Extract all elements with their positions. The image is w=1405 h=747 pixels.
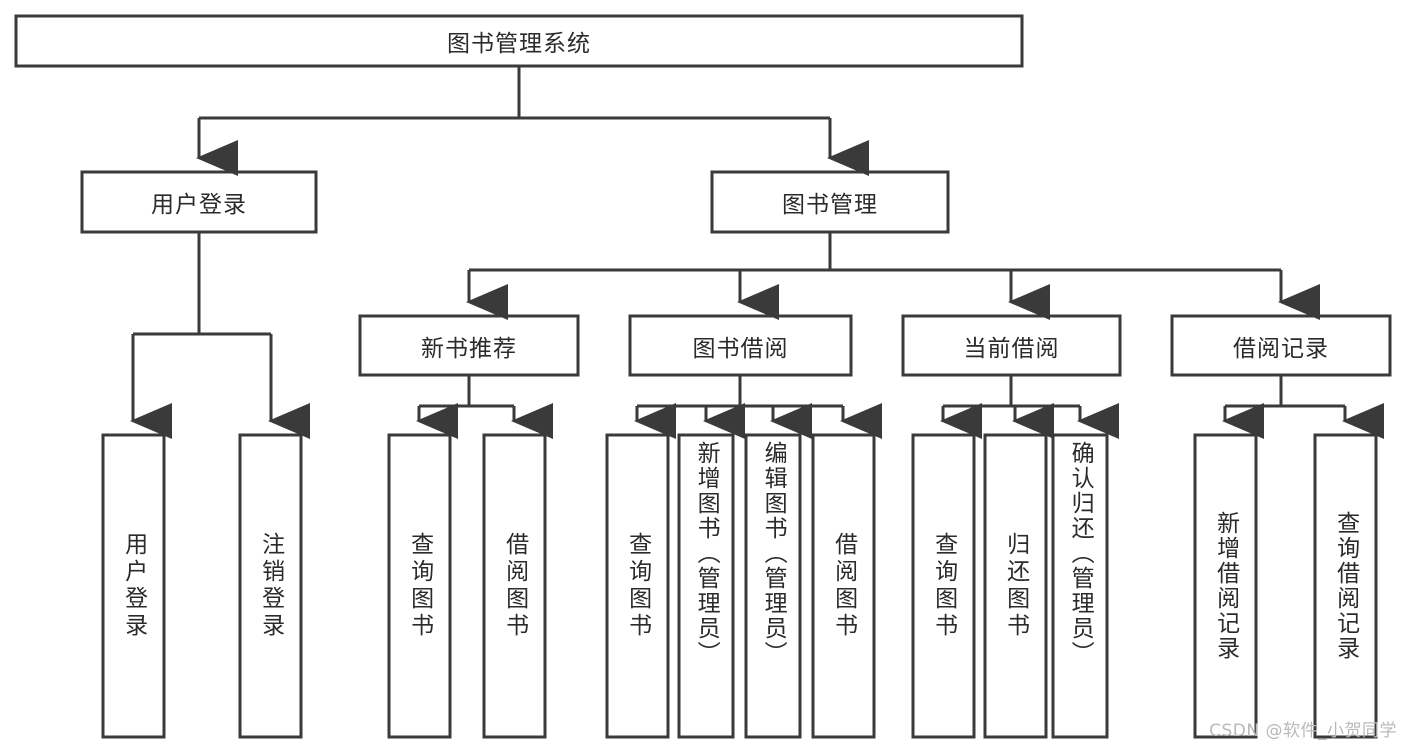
node-box-root[interactable] bbox=[14, 14, 1024, 68]
node-new-book-rec-label: 新书推荐 bbox=[421, 335, 517, 362]
node-box-leaf-borrow-book-1[interactable] bbox=[482, 433, 547, 739]
node-book-manage-label: 图书管理 bbox=[782, 192, 878, 218]
node-box-user-login[interactable] bbox=[80, 170, 318, 234]
node-leaf-borrow-book-1[interactable]: 借阅图书 bbox=[484, 435, 545, 737]
node-box-leaf-query-book-3[interactable] bbox=[911, 433, 976, 739]
node-leaf-edit-book-label: 编辑图书（管理员） bbox=[760, 441, 787, 666]
node-leaf-user-login[interactable]: 用户登录 bbox=[103, 435, 164, 737]
node-leaf-user-login-label: 用户登录 bbox=[120, 532, 147, 640]
node-box-leaf-add-book[interactable] bbox=[677, 433, 735, 739]
node-leaf-query-book-2[interactable]: 查询图书 bbox=[607, 435, 668, 737]
node-current-borrow[interactable]: 当前借阅 bbox=[903, 316, 1120, 375]
node-leaf-borrow-book-2-label: 借阅图书 bbox=[830, 532, 857, 640]
node-leaf-borrow-book-1-label: 借阅图书 bbox=[501, 532, 528, 640]
node-book-borrow-label: 图书借阅 bbox=[692, 335, 789, 362]
node-leaf-query-record-label: 查询借阅记录 bbox=[1332, 511, 1359, 661]
node-borrow-record-label: 借阅记录 bbox=[1233, 335, 1329, 362]
node-user-login[interactable]: 用户登录 bbox=[82, 172, 316, 232]
node-leaf-add-book[interactable]: 新增图书（管理员） bbox=[679, 435, 733, 737]
node-leaf-borrow-book-2[interactable]: 借阅图书 bbox=[813, 435, 874, 737]
node-leaf-query-book-1-label: 查询图书 bbox=[406, 532, 433, 640]
node-box-new-book-rec[interactable] bbox=[358, 314, 580, 377]
node-borrow-record[interactable]: 借阅记录 bbox=[1172, 316, 1390, 375]
node-leaf-edit-book[interactable]: 编辑图书（管理员） bbox=[746, 435, 800, 737]
node-leaf-query-book-3[interactable]: 查询图书 bbox=[913, 435, 974, 737]
node-leaf-return-book[interactable]: 归还图书 bbox=[985, 435, 1046, 737]
node-box-leaf-logout[interactable] bbox=[238, 433, 303, 739]
node-leaf-logout[interactable]: 注销登录 bbox=[240, 435, 301, 737]
node-box-leaf-borrow-book-2[interactable] bbox=[811, 433, 876, 739]
node-leaf-confirm-return-label: 确认归还（管理员） bbox=[1067, 441, 1094, 666]
node-leaf-add-book-label: 新增图书（管理员） bbox=[693, 441, 720, 666]
node-new-book-rec[interactable]: 新书推荐 bbox=[360, 316, 578, 375]
node-book-borrow[interactable]: 图书借阅 bbox=[630, 316, 851, 375]
node-box-leaf-return-book[interactable] bbox=[983, 433, 1048, 739]
node-leaf-query-book-2-label: 查询图书 bbox=[624, 532, 651, 640]
node-root-label: 图书管理系统 bbox=[447, 31, 591, 57]
node-leaf-query-book-1[interactable]: 查询图书 bbox=[389, 435, 450, 737]
node-leaf-query-book-3-label: 查询图书 bbox=[930, 532, 957, 640]
node-book-manage[interactable]: 图书管理 bbox=[712, 172, 948, 232]
node-leaf-add-record[interactable]: 新增借阅记录 bbox=[1195, 435, 1256, 737]
node-user-login-label: 用户登录 bbox=[151, 192, 247, 218]
node-leaf-query-record[interactable]: 查询借阅记录 bbox=[1315, 435, 1376, 737]
node-box-leaf-add-record[interactable] bbox=[1193, 433, 1258, 739]
node-box-current-borrow[interactable] bbox=[901, 314, 1122, 377]
node-box-leaf-query-book-2[interactable] bbox=[605, 433, 670, 739]
node-leaf-return-book-label: 归还图书 bbox=[1002, 532, 1029, 640]
node-box-leaf-query-book-1[interactable] bbox=[387, 433, 452, 739]
node-root[interactable]: 图书管理系统 bbox=[16, 16, 1022, 66]
node-box-leaf-user-login[interactable] bbox=[101, 433, 166, 739]
node-box-leaf-confirm-return[interactable] bbox=[1051, 433, 1109, 739]
node-box-leaf-query-record[interactable] bbox=[1313, 433, 1378, 739]
node-current-borrow-label: 当前借阅 bbox=[963, 335, 1060, 362]
node-leaf-logout-label: 注销登录 bbox=[257, 532, 284, 640]
node-leaf-confirm-return[interactable]: 确认归还（管理员） bbox=[1053, 435, 1107, 737]
node-leaf-add-record-label: 新增借阅记录 bbox=[1212, 511, 1239, 661]
